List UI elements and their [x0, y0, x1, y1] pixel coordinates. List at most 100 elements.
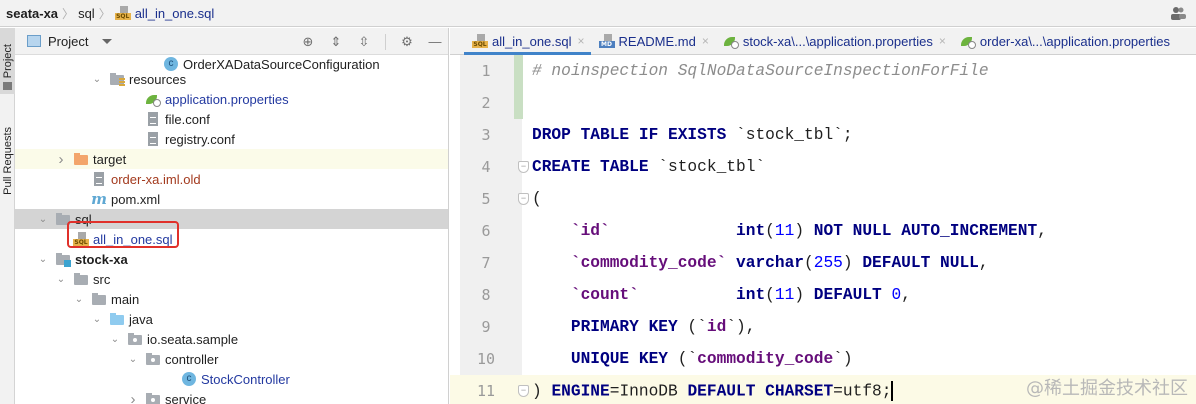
- tree-item[interactable]: ⌄resources: [15, 69, 448, 89]
- folder-icon: [73, 272, 89, 286]
- code-line[interactable]: 4−CREATE TABLE `stock_tbl`: [450, 151, 1196, 183]
- excluded-folder-icon: [73, 152, 89, 166]
- fold-icon[interactable]: −: [518, 193, 529, 205]
- chevron-down-icon[interactable]: ⌄: [128, 353, 138, 365]
- code-token: `count`: [570, 286, 639, 304]
- chevron-down-icon[interactable]: ⌄: [92, 313, 102, 325]
- tree-item-label: java: [129, 311, 153, 327]
- chevron-down-icon[interactable]: ⌄: [38, 253, 48, 265]
- chevron-right-icon[interactable]: ›: [58, 150, 64, 168]
- breadcrumb-file[interactable]: all_in_one.sql: [134, 5, 215, 21]
- tree-item[interactable]: ›target: [15, 149, 448, 169]
- chevron-down-icon[interactable]: ⌄: [92, 73, 102, 85]
- code-token: [610, 222, 736, 240]
- tree-item[interactable]: ⌄ java: [15, 309, 448, 329]
- code-token: ENGINE: [551, 382, 610, 401]
- breadcrumb-project[interactable]: seata-xa: [6, 5, 59, 21]
- locate-icon[interactable]: ⊕: [302, 33, 314, 49]
- code-line[interactable]: 10 UNIQUE KEY (`commodity_code`): [450, 343, 1196, 375]
- code-token: CREATE TABLE: [532, 158, 649, 176]
- users-icon[interactable]: [1170, 6, 1186, 20]
- editor-tab[interactable]: stock-xa\...\application.properties×: [715, 28, 952, 54]
- gear-icon[interactable]: ⚙: [401, 33, 413, 49]
- tree-item[interactable]: ⌄controller: [15, 349, 448, 369]
- breadcrumb-folder[interactable]: sql: [78, 5, 95, 21]
- code-token: `id`: [570, 222, 610, 240]
- code-line[interactable]: 6 `id` int(11) NOT NULL AUTO_INCREMENT,: [450, 215, 1196, 247]
- package-icon: [145, 352, 161, 366]
- vcs-change-marker[interactable]: [514, 55, 523, 119]
- code-token: `): [833, 350, 853, 368]
- code-line[interactable]: 9 PRIMARY KEY (`id`),: [450, 311, 1196, 343]
- folder-icon: [3, 82, 12, 90]
- chevron-down-icon[interactable]: ⌄: [38, 213, 48, 225]
- tool-tab-pull-requests-label: Pull Requests: [1, 127, 14, 195]
- tool-tab-pull-requests[interactable]: Pull Requests: [0, 106, 15, 216]
- close-icon[interactable]: ×: [701, 34, 709, 48]
- line-number: 10: [476, 350, 496, 368]
- tree-item[interactable]: registry.conf: [15, 129, 448, 149]
- code-token: 255: [813, 254, 843, 272]
- editor-tab[interactable]: order-xa\...\application.properties: [952, 28, 1176, 54]
- tree-item[interactable]: application.properties: [15, 89, 448, 109]
- code-token: (: [804, 254, 814, 272]
- chevron-right-icon[interactable]: ›: [130, 390, 136, 404]
- code-line[interactable]: 8 `count` int(11) DEFAULT 0,: [450, 279, 1196, 311]
- code-token: 11: [774, 222, 795, 240]
- minimize-icon[interactable]: —: [428, 34, 442, 49]
- code-token: (`: [668, 350, 698, 368]
- code-line[interactable]: 11−) ENGINE=InnoDB DEFAULT CHARSET=utf8;: [450, 375, 1196, 404]
- line-number: 3: [481, 126, 491, 144]
- chevron-down-icon[interactable]: ⌄: [56, 273, 66, 285]
- tree-item-label: file.conf: [165, 111, 210, 127]
- tree-item[interactable]: ⌄main: [15, 289, 448, 309]
- code-token: 0: [891, 286, 902, 304]
- close-icon[interactable]: ×: [938, 34, 946, 48]
- sql-file-icon: SQL: [472, 34, 488, 48]
- chevron-down-icon[interactable]: ⌄: [110, 333, 120, 345]
- toolbar-divider: [385, 33, 386, 50]
- tree-item[interactable]: StockController: [15, 369, 448, 389]
- text-file-icon: [145, 112, 161, 126]
- code-line[interactable]: 1# noinspection SqlNoDataSourceInspectio…: [450, 55, 1196, 87]
- fold-icon[interactable]: −: [518, 385, 529, 397]
- code-text: PRIMARY KEY (`id`),: [532, 318, 756, 336]
- code-line[interactable]: 5−(: [450, 183, 1196, 215]
- tree-item[interactable]: ⌄sql: [15, 209, 448, 229]
- tree-item[interactable]: ›service: [15, 389, 448, 404]
- tree-item[interactable]: ⌄stock-xa: [15, 249, 448, 269]
- code-token: DEFAULT: [813, 286, 882, 304]
- code-token: # noinspection SqlNoDataSourceInspection…: [532, 62, 989, 80]
- line-number: 5: [481, 190, 491, 208]
- code-text: UNIQUE KEY (`commodity_code`): [532, 350, 853, 368]
- tree-item-label: application.properties: [165, 91, 289, 107]
- code-token: ): [794, 286, 814, 304]
- close-icon[interactable]: ×: [577, 34, 585, 48]
- code-token: [532, 222, 571, 240]
- code-line[interactable]: 7 `commodity_code` varchar(255) DEFAULT …: [450, 247, 1196, 279]
- collapse-all-icon[interactable]: ⇳: [358, 33, 370, 49]
- code-token: DEFAULT CHARSET: [687, 382, 834, 401]
- tree-item[interactable]: OrderXADataSourceConfiguration: [15, 54, 448, 74]
- source-folder-icon: [109, 312, 125, 326]
- tree-item[interactable]: ⌄src: [15, 269, 448, 289]
- fold-icon[interactable]: −: [518, 161, 529, 173]
- chevron-down-icon[interactable]: ⌄: [74, 293, 84, 305]
- code-token: `commodity_code`: [570, 254, 727, 272]
- tree-item[interactable]: order-xa.iml.old: [15, 169, 448, 189]
- project-view-selector[interactable]: Project: [27, 34, 113, 49]
- tool-tab-project[interactable]: Project: [0, 28, 15, 94]
- tree-item[interactable]: file.conf: [15, 109, 448, 129]
- tree-item[interactable]: ⌄io.seata.sample: [15, 329, 448, 349]
- tree-item-label: pom.xml: [111, 191, 161, 207]
- code-token: NOT NULL AUTO_INCREMENT: [813, 222, 1038, 240]
- code-line[interactable]: 2: [450, 87, 1196, 119]
- code-token: int: [736, 222, 766, 240]
- expand-all-icon[interactable]: ⇕: [330, 33, 342, 49]
